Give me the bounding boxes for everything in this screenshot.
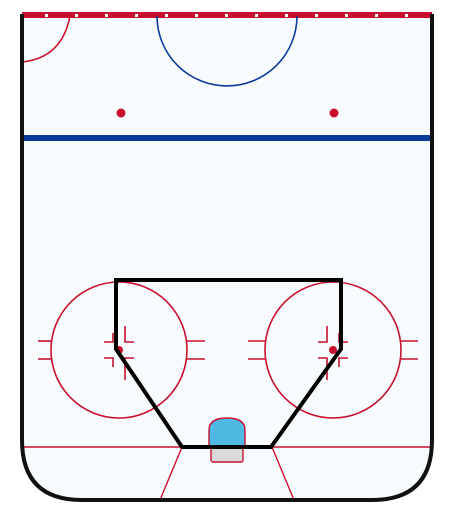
center-ice-circle — [156, 15, 298, 87]
top-red-line-dots — [45, 14, 438, 17]
top-stripe-dot — [375, 14, 378, 17]
top-stripe-dot — [195, 14, 198, 17]
top-stripe-dot — [255, 14, 258, 17]
upper-left-circle-arc — [21, 15, 71, 63]
top-stripe-dot — [75, 14, 78, 17]
goal-crease — [208, 417, 246, 448]
trapezoid-line-left — [159, 446, 183, 501]
top-stripe-dot — [105, 14, 108, 17]
top-stripe-dot — [135, 14, 138, 17]
top-stripe-dot — [285, 14, 288, 17]
top-stripe-dot — [315, 14, 318, 17]
top-stripe-dot — [405, 14, 408, 17]
right-faceoff-dot — [329, 346, 337, 354]
blue-line — [24, 135, 430, 141]
top-stripe-dot — [225, 14, 228, 17]
left-faceoff-circle — [38, 281, 205, 419]
rink-boards — [20, 14, 434, 502]
neutral-zone-faceoff-dot-left — [116, 108, 126, 118]
top-stripe-dot — [435, 14, 438, 17]
top-stripe-dot — [165, 14, 168, 17]
goal-net — [210, 447, 244, 463]
top-stripe-dot — [45, 14, 48, 17]
top-stripe-dot — [345, 14, 348, 17]
home-plate-zone-outline — [114, 278, 343, 449]
trapezoid-line-right — [271, 446, 295, 501]
neutral-zone-faceoff-dot-right — [329, 108, 339, 118]
